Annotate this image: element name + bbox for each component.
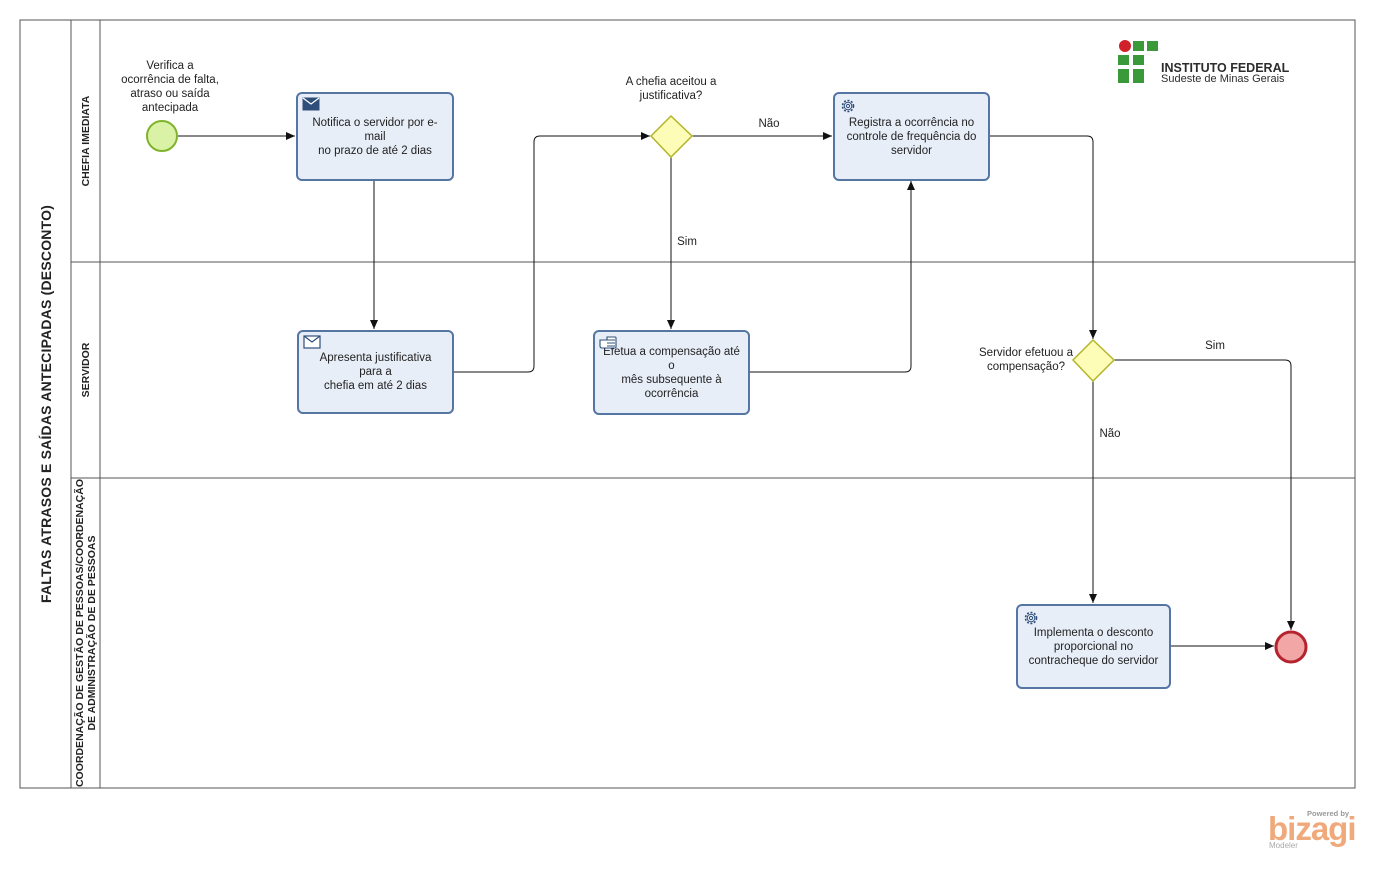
task-efetua-text: Efetua a compensação até o mês subsequen… [603,345,740,400]
institute-logo-title: INSTITUTO FEDERAL [1161,61,1290,75]
task-apresenta-justificativa[interactable]: Apresenta justificativa para a chefia em… [297,330,454,414]
envelope-outline-icon [303,335,321,349]
gateway-servidor-label: Servidor efetuou a compensação? [979,347,1073,373]
task-notifica-text: Notifica o servidor por e-mail no prazo … [312,116,438,157]
bizagi-modeler: Modeler [1269,841,1298,850]
start-event-label: Verifica a ocorrência de falta, atraso o… [121,60,219,114]
pool-border [19,19,1356,789]
gateway-servidor-efetuou [1071,338,1116,383]
flow-label-nao-2: Não [1099,428,1121,440]
bizagi-powered-by: Powered by [1307,809,1350,818]
institute-logo-subtitle: Sudeste de Minas Gerais [1161,73,1285,85]
flow-registra-to-gateway2 [990,135,1097,339]
gateway-chefia-label: A chefia aceitou a justificativa? [625,76,717,102]
flow-label-sim-1: Sim [677,236,697,248]
task-notifica-servidor[interactable]: Notifica o servidor por e-mail no prazo … [296,92,454,181]
start-event [146,120,178,152]
lane-servidor-label: SERVIDOR [79,342,92,398]
gear-icon [1024,611,1038,625]
task-registra-text: Registra a ocorrência no controle de fre… [846,116,977,157]
flow-apresenta-to-gateway1 [454,132,650,373]
lane-coordenacao: COORDENAÇÃO DE GESTÃO DE PESSOAS/COORDEN… [71,478,100,788]
gateway-chefia-aceitou [649,114,694,159]
lane-servidor: SERVIDOR [71,262,100,478]
end-event [1274,630,1308,664]
envelope-icon [302,97,320,111]
flow-gateway2-sim-to-end [1114,359,1295,630]
institute-logo-mark [1118,40,1158,83]
manual-hand-icon [599,336,617,349]
pool-title: FALTAS ATRASOS E SAÍDAS ANTECIPADAS (DES… [20,20,71,788]
lane-chefia-label: CHEFIA IMEDIATA [79,95,92,187]
lane-coordenacao-label: COORDENAÇÃO DE GESTÃO DE PESSOAS/COORDEN… [73,478,98,788]
task-implementa-desconto[interactable]: Implementa o desconto proporcional no co… [1016,604,1171,689]
flow-label-sim-2: Sim [1205,340,1225,352]
task-registra-ocorrencia[interactable]: Registra a ocorrência no controle de fre… [833,92,990,181]
gear-icon [841,99,855,113]
pool-title-text: FALTAS ATRASOS E SAÍDAS ANTECIPADAS (DES… [37,204,54,604]
bizagi-logo: bizagi [1268,810,1357,847]
task-efetua-compensacao[interactable]: Efetua a compensação até o mês subsequen… [593,330,750,415]
flow-label-nao-1: Não [758,118,780,130]
lane-chefia-imediata: CHEFIA IMEDIATA [71,20,100,262]
task-apresenta-text: Apresenta justificativa para a chefia em… [319,352,432,392]
task-implementa-text: Implementa o desconto proporcional no co… [1028,626,1159,667]
flow-efetua-to-registra [750,181,915,373]
